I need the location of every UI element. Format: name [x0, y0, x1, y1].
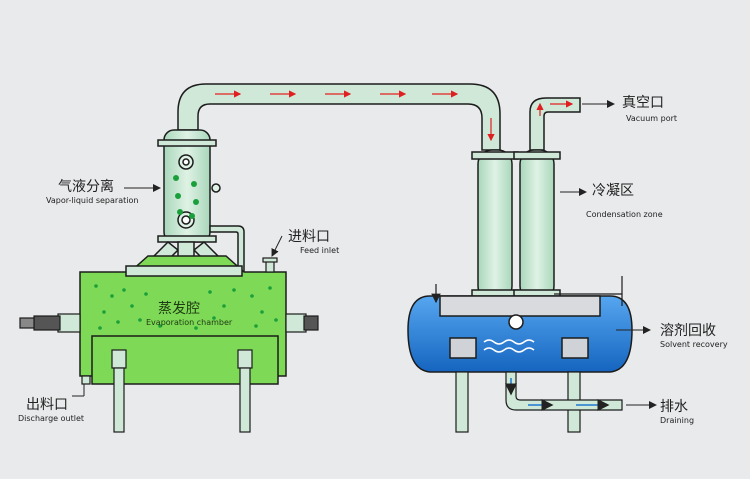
tank-waves: [483, 339, 535, 353]
drain-flow-arrows: [505, 378, 610, 411]
feed-inlet-label-en: Feed inlet: [300, 246, 340, 255]
condenser-right: [513, 97, 581, 301]
draining-label: 排水: [660, 399, 688, 415]
evaporation-label: 蒸发腔: [158, 301, 200, 317]
evaporation-bubbles: [94, 284, 278, 330]
solvent-label: 溶剂回收: [660, 323, 716, 339]
vacuum-port-label-en: Vacuum port: [626, 114, 678, 123]
vapor-liquid-separator: [157, 129, 221, 243]
right-motor: [285, 313, 319, 333]
solvent-label-en: Solvent recovery: [660, 340, 728, 349]
vapor-flow-arrows: [215, 90, 495, 142]
separator-droplets: [173, 175, 199, 219]
feed-inlet-label: 进料口: [288, 229, 330, 245]
draining-label-en: Draining: [660, 416, 695, 425]
evaporation-label-en: Evaporation chamber: [146, 318, 233, 327]
evaporation-chamber: [79, 255, 287, 385]
condenser-left: [471, 149, 519, 301]
vapor-liquid-label: 气液分离: [58, 179, 114, 195]
discharge-label-en: Discharge outlet: [18, 414, 84, 423]
solvent-recovery-tank: [407, 295, 633, 373]
drain-pipe: [505, 371, 623, 411]
vacuum-flow-arrow: [536, 100, 574, 116]
vapor-liquid-label-en: Vapor-liquid separation: [46, 196, 139, 205]
discharge-label: 出料口: [26, 397, 68, 413]
evaporator-legs: [111, 349, 253, 433]
left-motor: [19, 313, 81, 333]
vacuum-port-label: 真空口: [622, 95, 664, 111]
callout-arrows: [72, 100, 657, 409]
discharge-outlet-pipe: [81, 375, 91, 385]
condensation-label-en: Condensation zone: [586, 210, 663, 219]
tank-pipes: [431, 276, 623, 306]
condensation-label: 冷凝区: [592, 183, 634, 199]
vapor-pipe: [177, 83, 501, 151]
feed-inlet-nozzle: [262, 257, 278, 273]
